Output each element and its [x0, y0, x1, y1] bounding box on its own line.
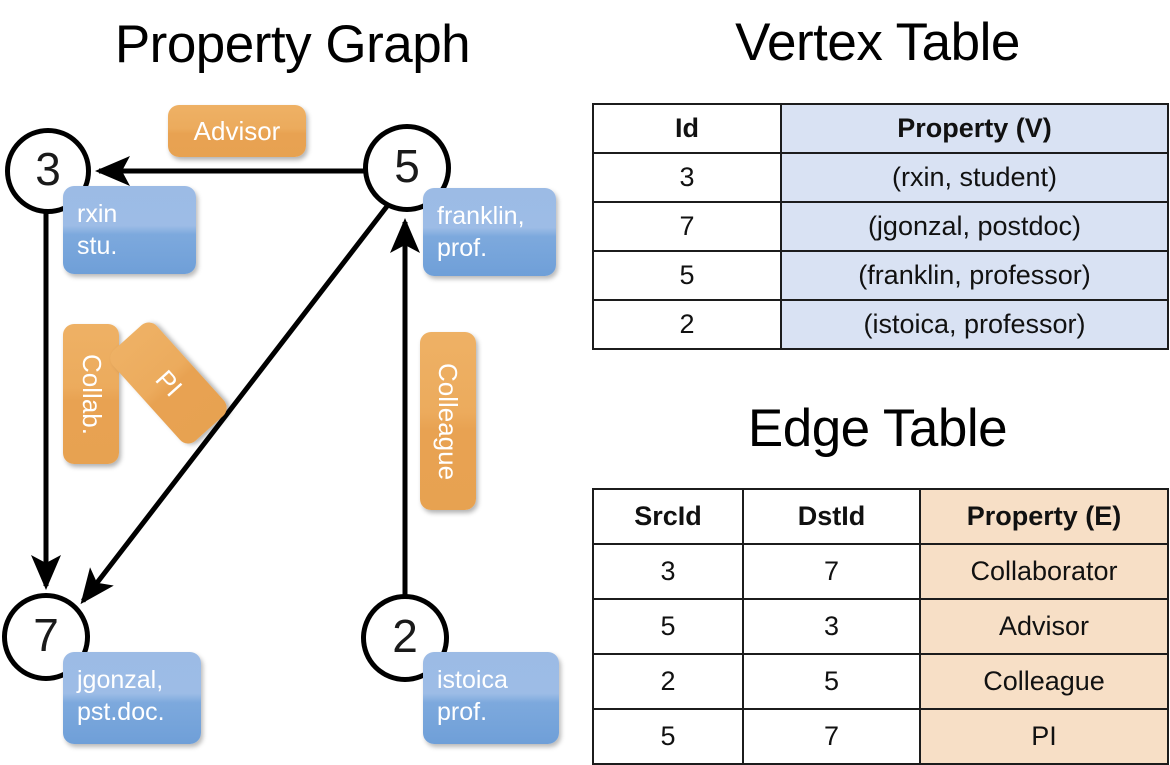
edge-property-cell: Advisor: [919, 598, 1169, 655]
edge-label-advisor-text: Advisor: [193, 115, 281, 146]
node-property-line: jgonzal,: [77, 666, 164, 694]
edge-label-collab: Collab.: [63, 324, 119, 464]
page-title-edge-table: Edge Table: [747, 399, 1008, 458]
node-property-line: pst.doc.: [77, 698, 165, 726]
vertex-id-cell: 7: [592, 201, 782, 252]
graph-node-5[interactable]: 5: [363, 124, 451, 212]
edge-src-cell: 5: [592, 598, 744, 655]
edge-table: SrcId DstId Property (E) 3 7 Collaborato…: [592, 488, 1169, 765]
node-property-line: rxin: [77, 200, 118, 228]
property-graph-edges: [31, 156, 420, 605]
edge-property-cell: Collaborator: [919, 543, 1169, 600]
graph-node-3-label: 3: [35, 143, 61, 195]
edge-src-cell: 2: [592, 653, 744, 710]
graph-node-2-label: 2: [392, 610, 418, 662]
edge-5-to-7: [80, 203, 390, 605]
table-row: 2 (istoica, professor): [592, 299, 1169, 350]
table-row: 2 5 Colleague: [592, 653, 1169, 710]
vertex-property-cell: (jgonzal, postdoc): [780, 201, 1169, 252]
node-property-line: franklin,: [437, 202, 525, 230]
edge-property-cell: Colleague: [919, 653, 1169, 710]
node-property-line: stu.: [77, 232, 118, 260]
page-title-property-graph: Property Graph: [114, 15, 471, 74]
table-row: 5 7 PI: [592, 708, 1169, 765]
vertex-table-header-id: Id: [592, 103, 782, 154]
edge-label-pi-text: PI: [149, 363, 189, 402]
table-header-row: Id Property (V): [592, 103, 1169, 154]
table-row: 3 7 Collaborator: [592, 543, 1169, 600]
vertex-property-cell: (rxin, student): [780, 152, 1169, 203]
table-row: 3 (rxin, student): [592, 152, 1169, 203]
edge-src-cell: 5: [592, 708, 744, 765]
edge-label-colleague-text: Colleague: [433, 362, 464, 480]
vertex-id-cell: 3: [592, 152, 782, 203]
graph-node-7-label: 7: [33, 609, 59, 661]
graph-node-2[interactable]: 2: [361, 594, 449, 682]
node-property-box-istoica: istoica prof.: [423, 652, 559, 744]
node-property-box-jgonzal: jgonzal, pst.doc.: [63, 652, 201, 744]
edge-dst-cell: 7: [742, 543, 921, 600]
node-property-line: prof.: [437, 698, 488, 726]
table-row: 5 (franklin, professor): [592, 250, 1169, 301]
edge-property-cell: PI: [919, 708, 1169, 765]
table-row: 5 3 Advisor: [592, 598, 1169, 655]
edge-label-collab-text: Collab.: [76, 353, 107, 435]
table-header-row: SrcId DstId Property (E): [592, 488, 1169, 545]
edge-table-header-property: Property (E): [919, 488, 1169, 545]
edge-label-colleague: Colleague: [420, 332, 476, 510]
edge-dst-cell: 3: [742, 598, 921, 655]
node-property-box-rxin: rxin stu.: [63, 186, 196, 274]
graph-node-5-label: 5: [394, 140, 420, 192]
edge-dst-cell: 7: [742, 708, 921, 765]
node-property-box-franklin: franklin, prof.: [423, 188, 556, 276]
edge-dst-cell: 5: [742, 653, 921, 710]
vertex-table-header-property: Property (V): [780, 103, 1169, 154]
edge-src-cell: 3: [592, 543, 744, 600]
vertex-property-cell: (franklin, professor): [780, 250, 1169, 301]
edge-table-header-srcid: SrcId: [592, 488, 744, 545]
edge-label-advisor: Advisor: [168, 105, 306, 157]
table-row: 7 (jgonzal, postdoc): [592, 201, 1169, 252]
vertex-id-cell: 2: [592, 299, 782, 350]
page-title-vertex-table: Vertex Table: [735, 13, 1020, 72]
vertex-table: Id Property (V) 3 (rxin, student) 7 (jgo…: [592, 103, 1169, 350]
node-property-line: prof.: [437, 234, 488, 262]
edge-table-header-dstid: DstId: [742, 488, 921, 545]
node-property-line: istoica: [437, 666, 508, 694]
vertex-property-cell: (istoica, professor): [780, 299, 1169, 350]
vertex-id-cell: 5: [592, 250, 782, 301]
